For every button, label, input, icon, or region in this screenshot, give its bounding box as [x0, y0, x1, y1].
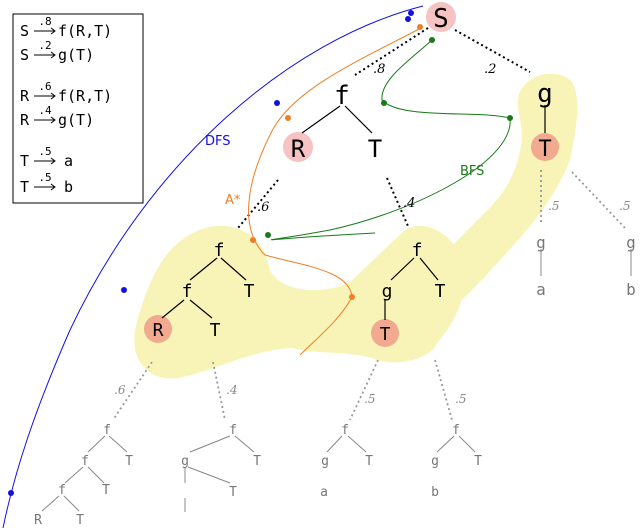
rule-prob: .5 [38, 171, 51, 184]
edge-prob-gt-right: .5 [619, 199, 630, 213]
d4-g-node: g [431, 454, 439, 469]
d1-T2-node: T [102, 483, 110, 498]
rg-left-a-node: a [536, 280, 546, 299]
rule-lhs: T [20, 152, 29, 170]
d3-T-node: T [365, 454, 373, 469]
l1-T-node: T [368, 135, 382, 163]
d1-f-node: f [103, 423, 111, 438]
tree-edges [161, 105, 546, 320]
rule-lhs: S [20, 46, 29, 64]
astar-path: A* [225, 24, 424, 356]
gray-edge-prob-labels: .5 .5 .6 .4 .5 .5 [114, 199, 630, 406]
rule-rhs: g(T) [58, 46, 94, 64]
d4-f-node: f [452, 423, 460, 438]
dfs-path: DFS [2, 5, 424, 529]
bfs-path: BFS [265, 37, 513, 241]
grammar-box [12, 13, 144, 204]
grammar-rule: R .6 f(R,T) [20, 80, 112, 105]
d1-R-node: R [34, 513, 42, 528]
rule-rhs: b [64, 178, 73, 196]
root-circle [426, 2, 456, 32]
m1-T2-node: T [210, 320, 221, 341]
m1-f-node: f [214, 240, 225, 261]
edge-prob-deep-3: .5 [364, 392, 375, 406]
rule-rhs: g(T) [58, 111, 94, 129]
dotted-gray-links [112, 170, 626, 421]
m2-f-node: f [412, 240, 423, 261]
edge-prob-labels: .8 .2 .6 .4 [257, 62, 496, 215]
m2-T-circle [371, 319, 399, 347]
l1-f-node: f [334, 81, 350, 111]
rule-lhs: R [20, 111, 30, 129]
m1-R-circle [144, 315, 172, 343]
rule-prob: .6 [38, 80, 51, 93]
edge-prob-s-right: .2 [484, 62, 496, 77]
rule-rhs: f(R,T) [58, 87, 112, 105]
astar-label: A* [225, 193, 241, 208]
d2-g-node: g [181, 454, 189, 469]
l1-R-circle [283, 132, 313, 162]
rule-lhs: S [20, 22, 29, 40]
d2-T2-node: T [229, 485, 237, 500]
rule-lhs: T [20, 178, 29, 196]
edge-prob-gt-left: .5 [548, 199, 559, 213]
rg-right-b-node: b [626, 280, 636, 299]
d3-a-node: a [320, 485, 328, 500]
node-circles [144, 2, 559, 347]
d3-f-node: f [341, 423, 349, 438]
d4-b-node: b [431, 485, 439, 500]
gray-tree-edges [41, 249, 632, 512]
rule-prob: .4 [38, 104, 52, 117]
d1-f2-node: f [81, 454, 89, 469]
m2-T-node: T [435, 281, 446, 302]
m1-f2-node: f [182, 281, 193, 302]
edge-prob-deep-2: .4 [226, 383, 237, 397]
d3-g-node: g [321, 454, 329, 469]
r1-T-circle [531, 133, 559, 161]
node-labels-gray-bottom: f f T f T R T f g T T f g T a f g T b [34, 423, 482, 528]
m2-g-node: g [382, 281, 393, 302]
rg-right-g-node: g [626, 233, 636, 252]
node-labels-medium: f f T R T f g T T [153, 240, 446, 345]
edge-prob-deep-1: .6 [114, 383, 126, 397]
rg-left-g-node: g [536, 233, 546, 252]
grammar-rule: T .5 a [20, 145, 73, 170]
grammar-rules: S .8 f(R,T) S .2 g(T) R .6 f(R,T) R .4 [20, 15, 112, 196]
d1-T-node: T [125, 454, 133, 469]
m1-R-node: R [153, 320, 164, 341]
grammar-rule: S .8 f(R,T) [20, 15, 112, 40]
d2-f-node: f [229, 423, 237, 438]
rule-lhs: R [20, 87, 30, 105]
grammar-rule: R .4 g(T) [20, 104, 94, 129]
bfs-label: BFS [460, 164, 484, 179]
m2-T2-node: T [380, 324, 391, 345]
edge-prob-deep-4: .5 [455, 392, 466, 406]
l1-R-node: R [291, 135, 306, 163]
r1-g-node: g [537, 79, 553, 109]
rule-prob: .8 [38, 15, 51, 28]
d2-T-node: T [253, 454, 261, 469]
highlight-right-g [438, 73, 578, 300]
node-labels-gray-right: g a g b [536, 233, 636, 299]
edge-prob-r-left: .6 [257, 200, 269, 215]
d4-T-node: T [474, 454, 482, 469]
r1-T-node: T [538, 137, 551, 162]
rule-rhs: f(R,T) [58, 22, 112, 40]
edge-prob-s-left: .8 [373, 62, 385, 77]
d1-T3-node: T [76, 513, 84, 528]
rule-rhs: a [64, 152, 73, 170]
dfs-label: DFS [205, 134, 231, 149]
rule-prob: .2 [38, 39, 51, 52]
m1-T-node: T [244, 281, 255, 302]
dotted-black-links [237, 27, 531, 229]
grammar-rule: S .2 g(T) [20, 39, 94, 64]
grammar-rule: T .5 b [20, 171, 73, 196]
root-node: S [433, 4, 449, 34]
rule-prob: .5 [38, 145, 51, 158]
edge-prob-t-right: .4 [403, 196, 415, 211]
d1-f3-node: f [58, 483, 66, 498]
node-labels-large: S f R T g T [291, 4, 553, 163]
